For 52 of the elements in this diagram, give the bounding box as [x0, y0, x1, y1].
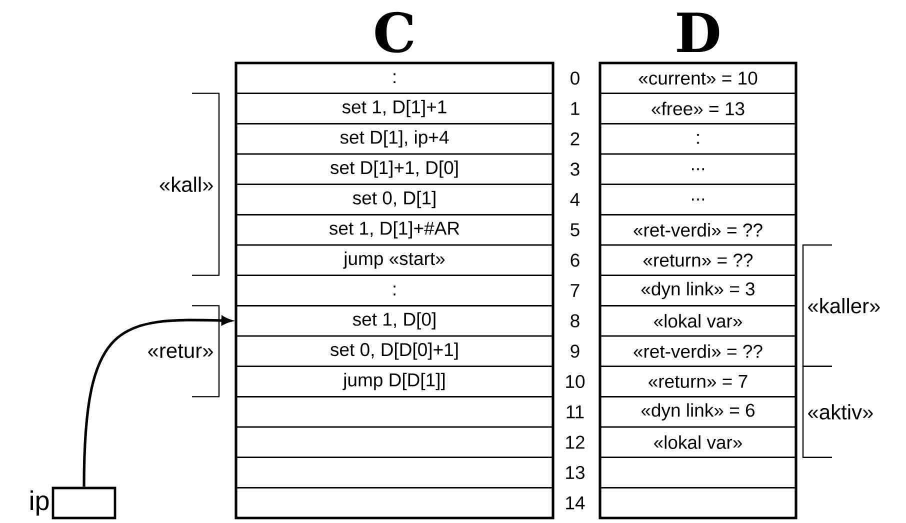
row-number: 3	[570, 162, 580, 176]
row-number: 12	[566, 436, 584, 449]
row-number: 0	[570, 72, 580, 85]
node-label: D	[677, 12, 720, 52]
row-number: 1	[571, 102, 580, 115]
memory-cell	[235, 426, 554, 458]
memory-cell: «current» = 10	[599, 62, 797, 94]
memory-cell: :	[235, 62, 554, 94]
memory-cell: :	[599, 123, 797, 155]
memory-cell: «lokal var»	[599, 426, 797, 458]
memory-cell: set 1, D[0]	[235, 305, 554, 337]
memory-cell: ...	[599, 184, 797, 216]
node-label: ip	[30, 490, 49, 516]
memory-cell	[599, 487, 797, 519]
memory-cell: ...	[599, 153, 797, 185]
row-number: 6	[570, 254, 580, 267]
row-number: 11	[566, 405, 584, 418]
row-number: 9	[570, 344, 580, 358]
memory-cell: «return» = 7	[599, 366, 797, 398]
memory-cell: set 1, D[1]+#AR	[235, 214, 554, 246]
memory-cell: set 0, D[1]	[235, 184, 554, 216]
memory-cell: «lokal var»	[599, 305, 797, 337]
memory-cell: set 1, D[1]+1	[235, 92, 554, 124]
row-number: 10	[566, 374, 585, 388]
bracket-label: «aktiv»	[808, 404, 873, 420]
memory-cell: set 0, D[D[0]+1]	[235, 335, 554, 367]
bracket-label: «kall»	[160, 176, 213, 192]
memory-cell	[599, 456, 797, 488]
memory-cell: jump D[D[1]]	[235, 366, 554, 398]
row-number: 13	[566, 466, 584, 480]
row-number: 8	[570, 314, 580, 328]
memory-cell: «dyn link» = 6	[599, 396, 797, 428]
memory-cell	[235, 487, 554, 519]
row-number: 5	[570, 223, 580, 236]
memory-cell	[235, 456, 554, 488]
memory-cell: «return» = ??	[599, 244, 797, 276]
row-number: 14	[566, 496, 585, 510]
bracket-label: «kaller»	[808, 298, 880, 314]
memory-cell: set D[1]+1, D[0]	[235, 153, 554, 185]
memory-cell: «ret-verdi» = ??	[599, 335, 797, 367]
register-box: ip	[30, 486, 116, 520]
memory-cell	[235, 396, 554, 428]
memory-cell: jump «start»	[235, 244, 554, 276]
row-number: 2	[570, 132, 580, 146]
memory-cell: «free» = 13	[599, 92, 797, 124]
memory-cell: «dyn link» = 3	[599, 274, 797, 306]
row-number: 4	[570, 193, 580, 206]
row-number: 7	[570, 284, 580, 297]
node-label: C	[375, 12, 414, 53]
memory-cell: :	[235, 274, 554, 306]
memory-cell: set D[1], ip+4	[235, 123, 554, 155]
memory-cell: «ret-verdi» = ??	[599, 214, 797, 246]
